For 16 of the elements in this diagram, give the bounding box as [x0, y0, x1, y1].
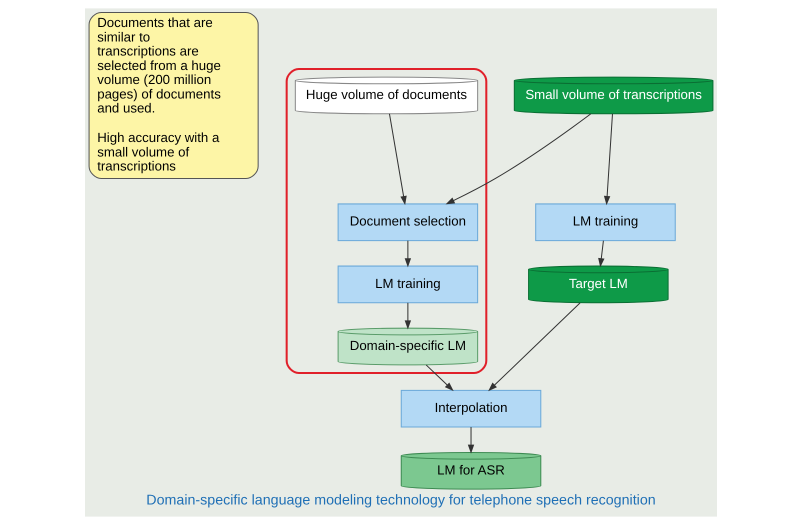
arrow: [446, 113, 592, 204]
arrow: [488, 302, 580, 392]
node-box: LM training: [535, 203, 676, 242]
node-box: Documents that are similar to transcriptions are selected from a huge volume (200 million pages) of documents and used. High accuracy with a small volume of transcriptions: [88, 12, 259, 179]
arrow: [404, 302, 412, 330]
arrow: [388, 114, 407, 206]
arrow: [426, 364, 454, 392]
arrow: [468, 427, 474, 454]
arrow: [604, 114, 613, 206]
node-box: Document selection: [338, 203, 478, 242]
arrow: [404, 240, 412, 268]
caption: Domain-specific language modeling technology for telephone speech recognition: [146, 492, 656, 509]
cluster: [286, 68, 488, 374]
node-box: LM training: [338, 266, 478, 304]
node-box: Interpolation: [400, 390, 542, 428]
arrow: [598, 240, 605, 268]
